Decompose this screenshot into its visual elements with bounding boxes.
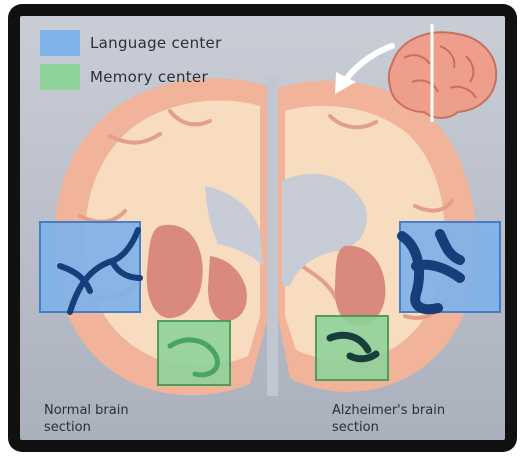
legend-item-memory: Memory center [40,64,208,90]
legend-item-language: Language center [40,30,222,56]
alzheimers-language-center [400,222,500,312]
caption-alzheimers-brain: Alzheimer's brain section [332,402,445,436]
normal-language-center [40,222,140,312]
brain-side-view-icon [389,24,496,122]
diagram-panel: Language center Memory center Normal bra… [20,16,505,440]
memory-swatch [40,64,80,90]
normal-memory-center [158,321,230,385]
alzheimers-memory-center [316,316,388,380]
legend-label-language: Language center [90,34,222,52]
language-swatch [40,30,80,56]
caption-normal-brain: Normal brain section [44,402,129,436]
legend-label-memory: Memory center [90,68,208,86]
